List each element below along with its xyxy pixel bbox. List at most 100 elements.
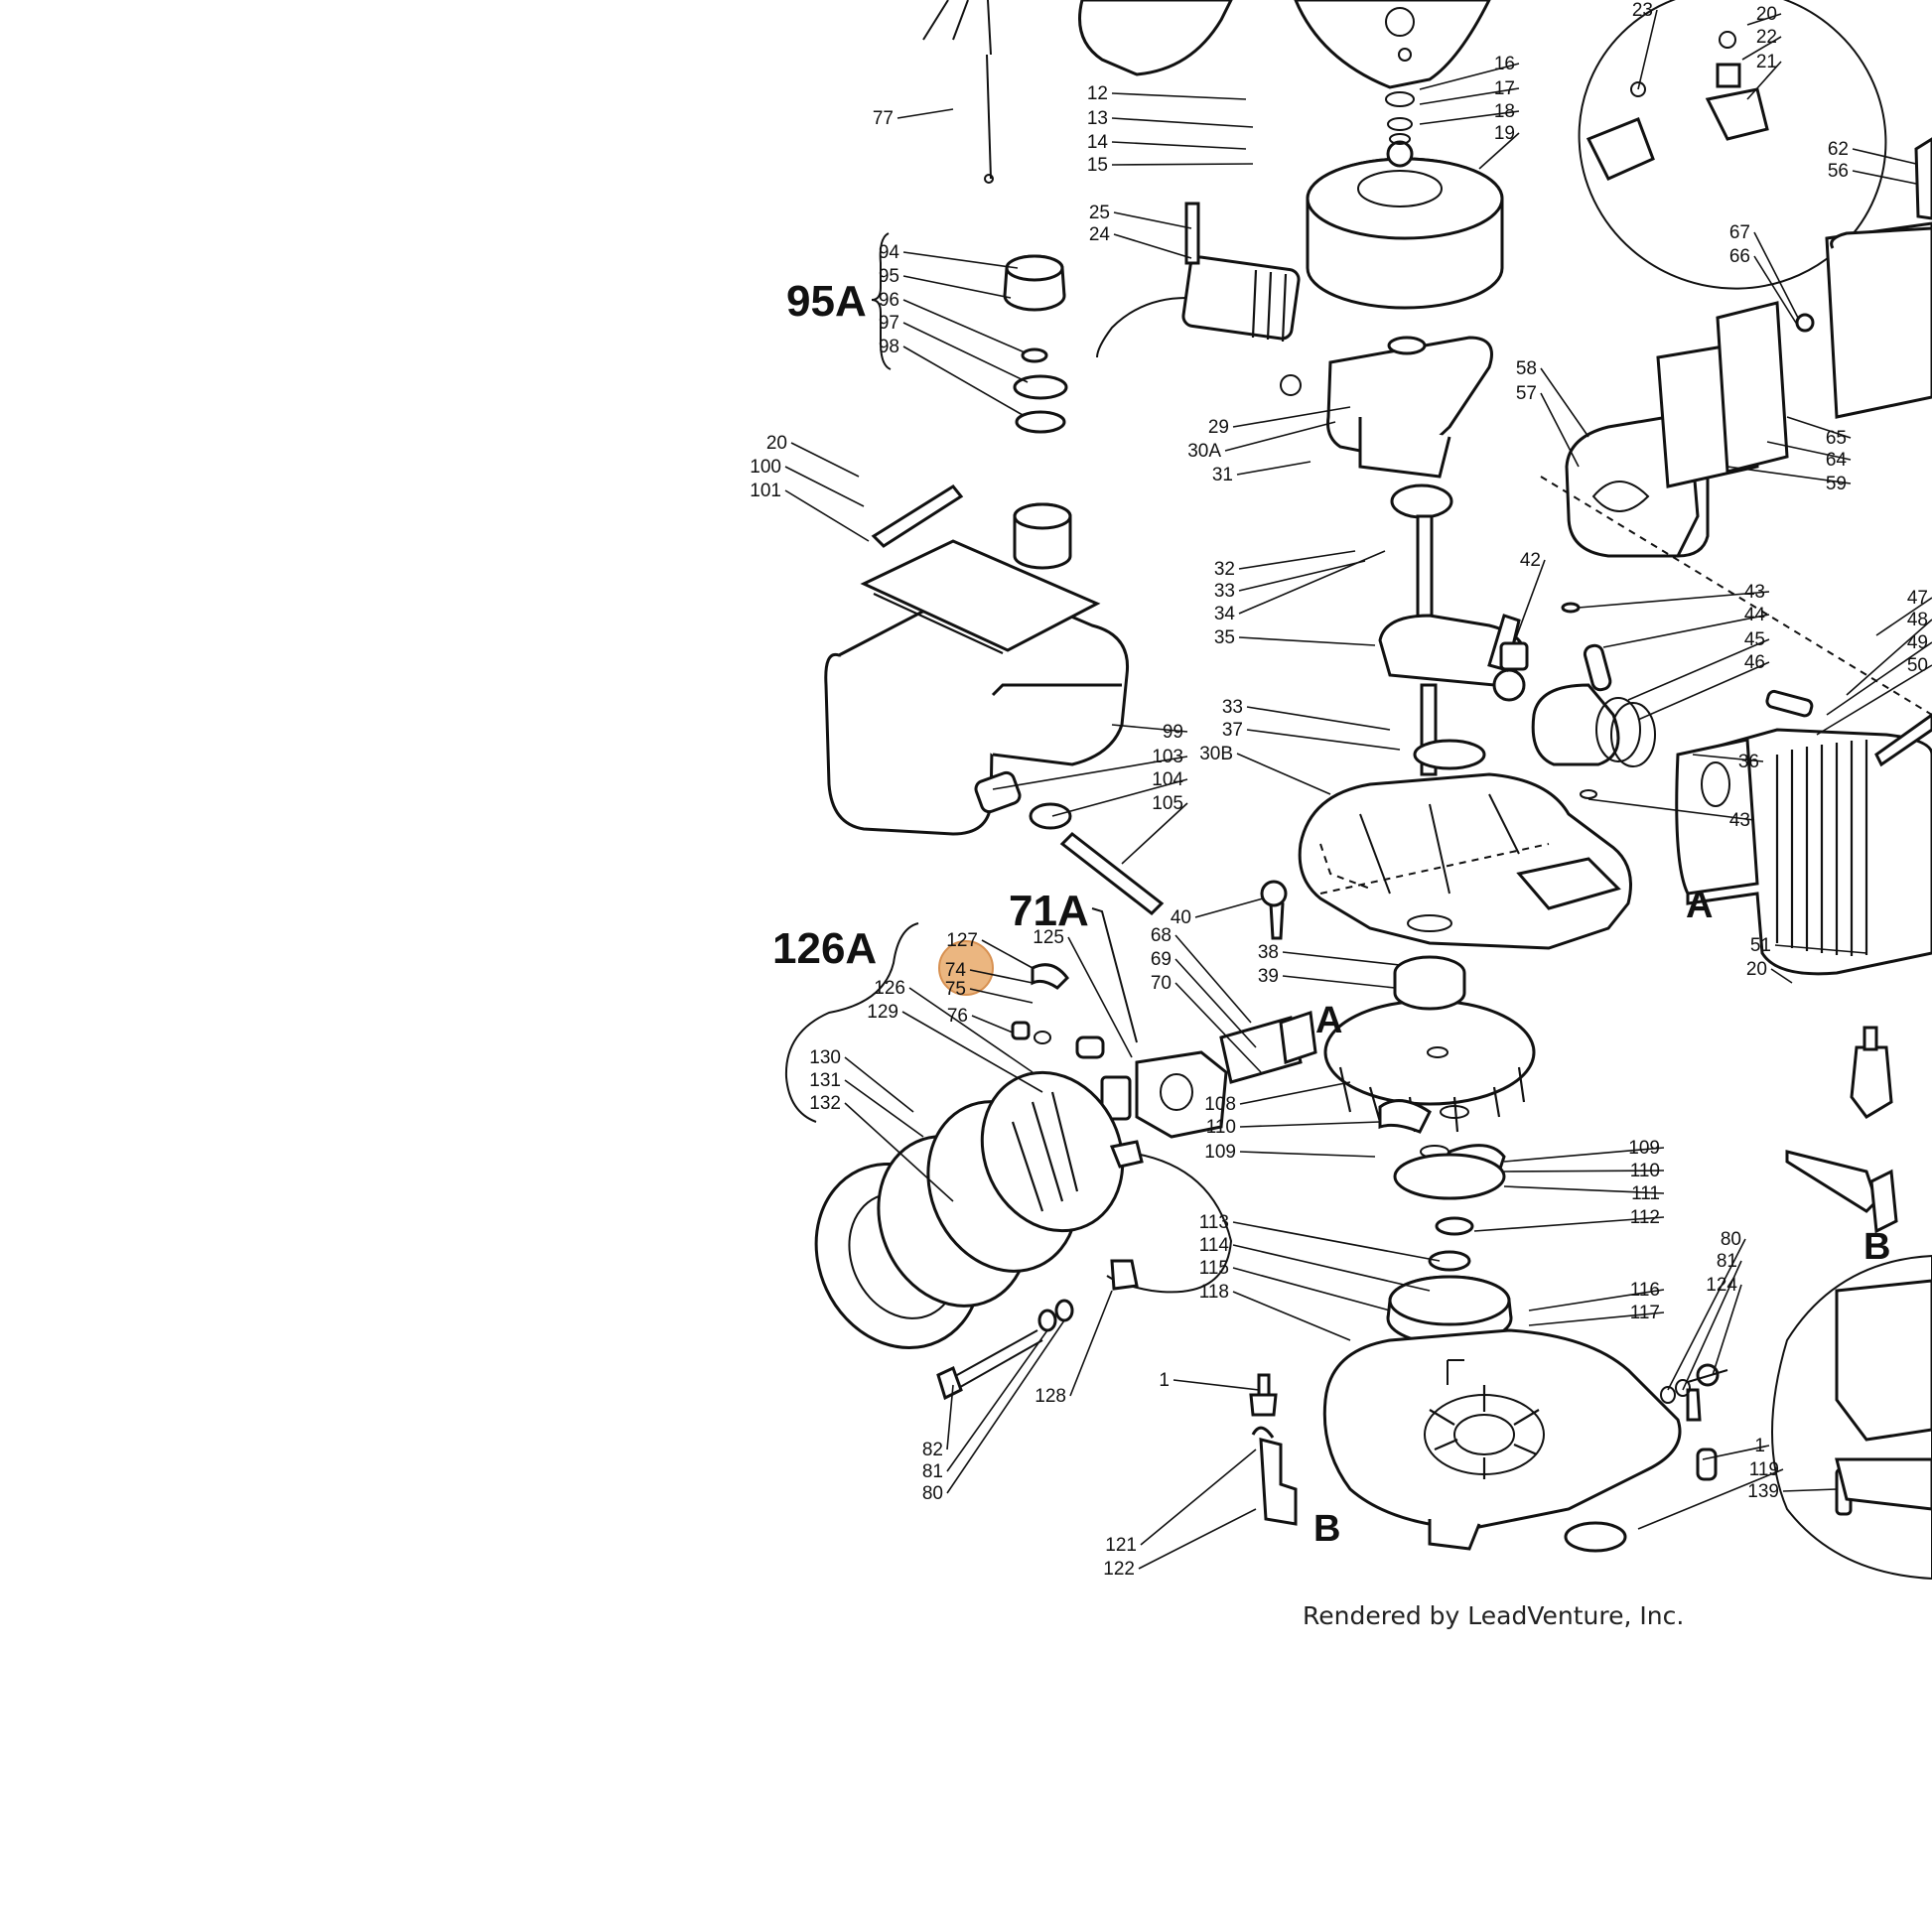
part-label[interactable]: 64	[1826, 450, 1848, 471]
part-label[interactable]: 23	[1632, 0, 1653, 21]
part-label[interactable]: 75	[945, 979, 966, 1000]
group-label-95a[interactable]: 95A	[786, 277, 867, 326]
group-label-71a[interactable]: 71A	[1009, 887, 1089, 935]
part-label[interactable]: 29	[1208, 417, 1229, 438]
part-label[interactable]: 99	[1163, 722, 1183, 743]
part-label[interactable]: 95	[879, 266, 899, 287]
part-label[interactable]: 98	[879, 337, 899, 357]
part-label[interactable]: 37	[1222, 720, 1243, 741]
part-label[interactable]: 43	[1744, 582, 1765, 603]
part-label[interactable]: 15	[1087, 155, 1108, 176]
part-label[interactable]: 104	[1152, 769, 1183, 790]
part-label[interactable]: 139	[1747, 1481, 1779, 1502]
part-label[interactable]: 31	[1212, 465, 1233, 485]
part-label[interactable]: 74	[945, 960, 967, 981]
part-label[interactable]: 110	[1630, 1161, 1660, 1181]
part-label[interactable]: 69	[1151, 949, 1172, 970]
part-label[interactable]: 76	[947, 1006, 968, 1027]
part-label[interactable]: 126	[874, 978, 905, 999]
part-label[interactable]: 70	[1151, 973, 1172, 994]
part-label[interactable]: 14	[1087, 132, 1109, 153]
part-label[interactable]: 58	[1516, 358, 1537, 379]
part-label[interactable]: 101	[750, 481, 781, 501]
part-label[interactable]: 1	[1159, 1370, 1170, 1391]
part-label[interactable]: 12	[1087, 83, 1108, 104]
part-label[interactable]: 19	[1494, 123, 1515, 144]
part-label[interactable]: 51	[1750, 935, 1771, 956]
part-label[interactable]: 115	[1199, 1258, 1229, 1279]
part-label[interactable]: 94	[879, 242, 900, 263]
part-label[interactable]: 132	[809, 1093, 841, 1114]
part-label[interactable]: 20	[766, 433, 787, 454]
part-label[interactable]: 36	[1738, 752, 1759, 772]
part-label[interactable]: 109	[1204, 1142, 1236, 1163]
part-label[interactable]: 118	[1199, 1282, 1229, 1303]
part-label[interactable]: 128	[1035, 1386, 1066, 1407]
group-label-126a[interactable]: 126A	[772, 924, 877, 973]
part-label[interactable]: 116	[1630, 1280, 1660, 1301]
part-label[interactable]: 81	[1717, 1251, 1737, 1272]
part-label[interactable]: 124	[1706, 1275, 1737, 1296]
part-label[interactable]: 112	[1630, 1207, 1660, 1228]
part-label[interactable]: 82	[922, 1440, 943, 1460]
part-label[interactable]: 33	[1214, 581, 1235, 602]
part-label[interactable]: 129	[867, 1002, 898, 1023]
part-label[interactable]: 117	[1630, 1303, 1660, 1323]
part-label[interactable]: 121	[1105, 1535, 1137, 1556]
part-label[interactable]: 80	[1721, 1229, 1741, 1250]
part-label[interactable]: 46	[1744, 652, 1765, 673]
part-label[interactable]: 81	[922, 1461, 943, 1482]
part-label[interactable]: 44	[1744, 605, 1766, 625]
part-label[interactable]: 33	[1222, 697, 1243, 718]
part-label[interactable]: 125	[1033, 927, 1064, 948]
part-label[interactable]: 40	[1171, 907, 1191, 928]
part-label[interactable]: 59	[1826, 474, 1847, 494]
part-label[interactable]: 17	[1494, 78, 1515, 99]
part-label[interactable]: 109	[1628, 1138, 1660, 1159]
part-label[interactable]: 48	[1907, 610, 1928, 630]
part-label[interactable]: 103	[1152, 747, 1183, 767]
part-label[interactable]: 65	[1826, 428, 1847, 449]
part-label[interactable]: 56	[1828, 161, 1849, 182]
part-label[interactable]: 34	[1214, 604, 1236, 624]
part-label[interactable]: 42	[1520, 550, 1541, 571]
part-label[interactable]: 127	[946, 930, 978, 951]
part-label[interactable]: 43	[1729, 810, 1750, 831]
part-label[interactable]: 113	[1199, 1212, 1229, 1233]
part-label[interactable]: 32	[1214, 559, 1235, 580]
part-label[interactable]: 30A	[1187, 441, 1221, 462]
part-label[interactable]: 97	[879, 313, 899, 334]
part-label[interactable]: 39	[1258, 966, 1279, 987]
part-label[interactable]: 119	[1749, 1459, 1779, 1480]
part-label[interactable]: 35	[1214, 627, 1235, 648]
part-label[interactable]: 45	[1744, 629, 1765, 650]
part-label[interactable]: 96	[879, 290, 899, 311]
highlight-marker[interactable]	[938, 940, 994, 996]
part-label[interactable]: 25	[1089, 203, 1110, 223]
part-label[interactable]: 49	[1907, 632, 1928, 653]
part-label[interactable]: 122	[1103, 1559, 1135, 1580]
part-label[interactable]: 80	[922, 1483, 943, 1504]
part-label[interactable]: 114	[1199, 1235, 1230, 1256]
part-label[interactable]: 66	[1729, 246, 1750, 267]
part-label[interactable]: 16	[1494, 54, 1515, 74]
part-label[interactable]: 50	[1907, 655, 1928, 676]
part-label[interactable]: 21	[1756, 52, 1777, 72]
part-label[interactable]: 67	[1729, 222, 1750, 243]
part-label[interactable]: 22	[1756, 27, 1777, 48]
part-label[interactable]: 13	[1087, 108, 1108, 129]
part-label[interactable]: 68	[1151, 925, 1172, 946]
part-label[interactable]: 77	[873, 108, 894, 129]
part-label[interactable]: 1	[1754, 1436, 1765, 1456]
part-label[interactable]: 105	[1152, 793, 1183, 814]
part-label[interactable]: 18	[1494, 101, 1515, 122]
part-label[interactable]: 24	[1089, 224, 1111, 245]
part-label[interactable]: 111	[1631, 1183, 1660, 1204]
part-label[interactable]: 47	[1907, 588, 1928, 609]
part-label[interactable]: 130	[809, 1047, 841, 1068]
part-label[interactable]: 38	[1258, 942, 1279, 963]
part-label[interactable]: 110	[1206, 1117, 1236, 1138]
part-label[interactable]: 131	[809, 1070, 841, 1091]
part-label[interactable]: 20	[1756, 4, 1777, 25]
part-label[interactable]: 100	[750, 457, 781, 478]
